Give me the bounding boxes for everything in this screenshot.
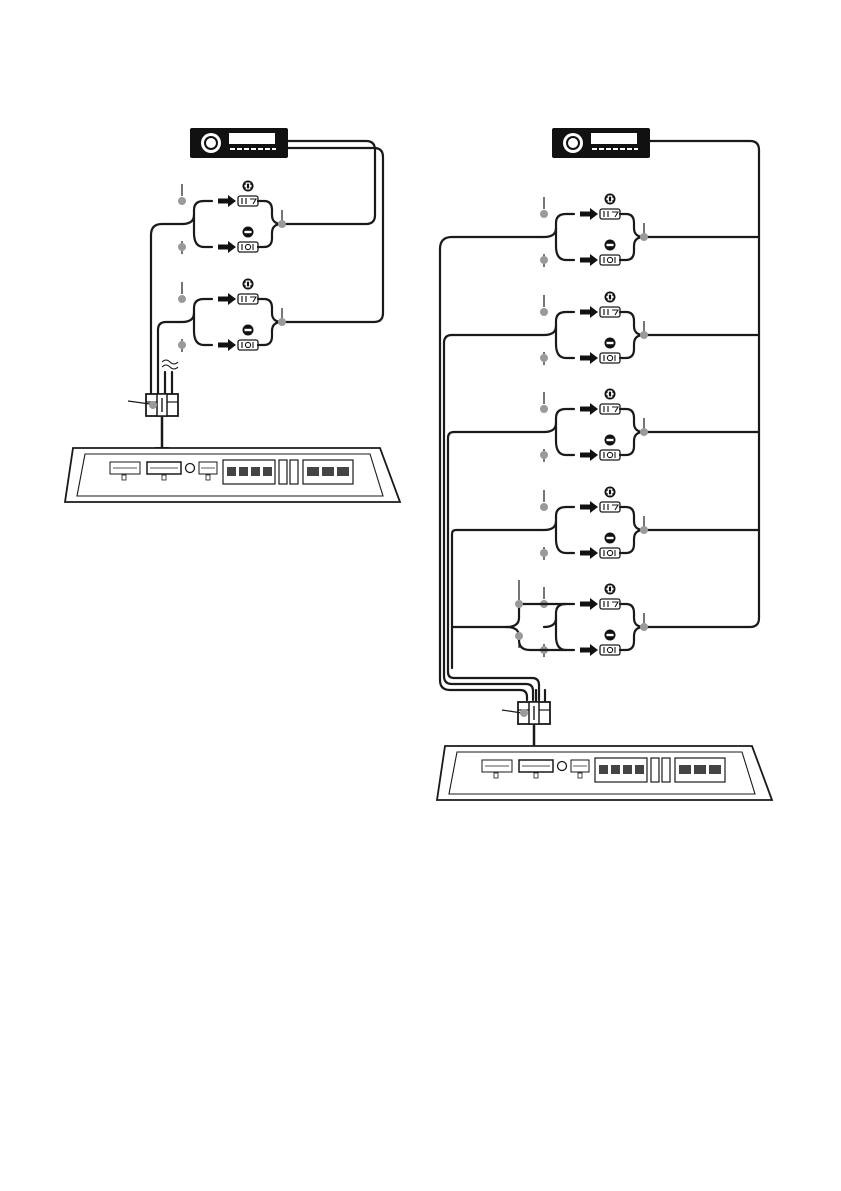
amplifier-icon (65, 448, 400, 502)
speaker-terminal-pair (178, 181, 286, 255)
speaker-terminal-pair (540, 487, 648, 561)
head-unit-icon (552, 128, 650, 158)
speaker-terminal-pair (540, 584, 648, 658)
speaker-terminal-pair (178, 279, 286, 353)
right-panel (437, 128, 772, 800)
speaker-terminal-pair (540, 389, 648, 463)
speaker-terminal-pair (540, 292, 648, 366)
speaker-terminal-pair (540, 194, 648, 268)
amplifier-icon (437, 746, 772, 800)
left-panel (65, 128, 400, 502)
head-unit-icon (190, 128, 288, 158)
